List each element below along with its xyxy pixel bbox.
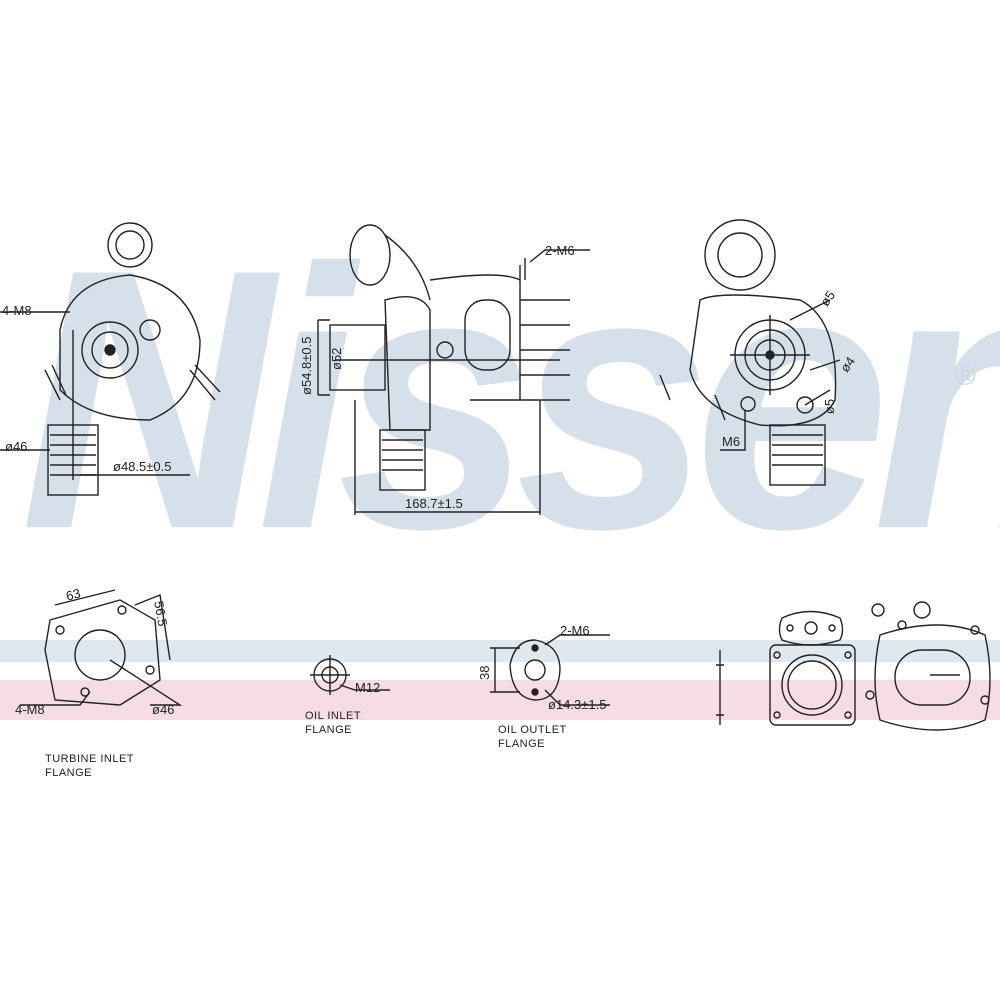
caption-line: FLANGE: [45, 766, 93, 779]
left-outlet-dia-label: ø48.5±0.5: [113, 459, 172, 474]
left-inlet-dia-label: ø46: [5, 439, 28, 454]
oil-inlet-flange-drawing: [310, 655, 390, 695]
caption-line: OIL OUTLET: [498, 724, 567, 736]
left-view-drawing: [0, 222, 221, 496]
caption-line: FLANGE: [305, 723, 353, 736]
flange-width-label: 63: [64, 585, 83, 604]
registered-mark: ®: [955, 360, 976, 391]
flange-bolts-label: 4-M8: [15, 702, 45, 717]
caption-line: FLANGE: [498, 737, 546, 750]
left-bolts-label: 4-M8: [2, 303, 32, 318]
oil-outlet-flange-drawing: [490, 634, 610, 706]
oil-outlet-dia-label: ø14.3±1.5: [548, 697, 607, 712]
flange-height-label: 56.5: [151, 599, 171, 628]
right-d3-label: ø5: [822, 398, 838, 415]
turbine-inlet-flange-drawing: [20, 589, 183, 706]
gaskets-drawing: [716, 601, 991, 731]
side-inner-dia-label: ø52: [329, 347, 344, 370]
side-studs-label: 2-M6: [545, 243, 575, 258]
right-thread-label: M6: [722, 434, 741, 449]
side-length-label: 168.7±1.5: [405, 496, 463, 511]
oil-inlet-flange-caption: OIL INLET FLANGE: [305, 710, 361, 738]
right-view-drawing: [659, 219, 841, 486]
flange-dia-label: ø46: [152, 702, 175, 717]
side-view-drawing: [317, 224, 590, 515]
pink-band: [0, 680, 1000, 720]
side-outer-dia-label: ø54.8±0.5: [299, 336, 314, 395]
oil-outlet-studs-label: 2-M6: [560, 623, 590, 638]
oil-outlet-spacing-label: 38: [477, 665, 492, 680]
blue-band: [0, 640, 1000, 662]
turbine-inlet-flange-caption: TURBINE INLET FLANGE: [45, 753, 134, 781]
oil-outlet-flange-caption: OIL OUTLET FLANGE: [498, 724, 567, 752]
caption-line: TURBINE INLET: [45, 753, 135, 765]
caption-line: OIL INLET: [305, 710, 362, 722]
oil-inlet-thread-label: M12: [355, 680, 381, 695]
